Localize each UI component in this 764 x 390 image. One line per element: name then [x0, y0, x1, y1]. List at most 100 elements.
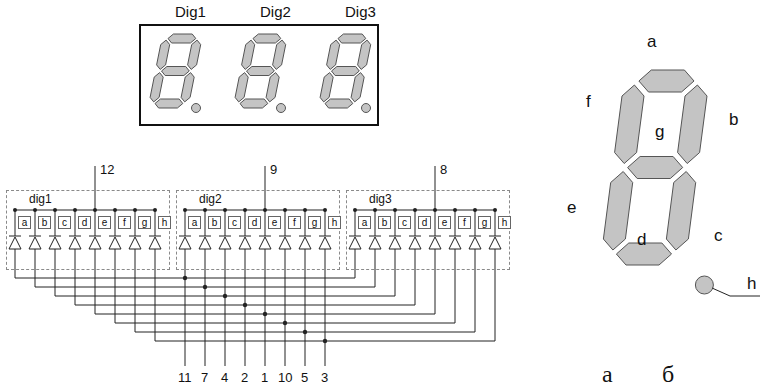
junction-dot	[283, 321, 287, 325]
segment-letter: c	[58, 216, 71, 229]
segment	[332, 67, 360, 76]
group-title: dig2	[199, 193, 222, 206]
lead	[135, 249, 136, 332]
lead	[115, 249, 116, 323]
segment-letter: e	[98, 216, 111, 229]
segment-letter: g	[308, 216, 321, 229]
lead	[75, 210, 76, 236]
segment	[266, 73, 279, 102]
panel-label: б	[662, 361, 674, 387]
segment-name: b	[729, 111, 738, 130]
segment-letter: h	[158, 216, 171, 229]
lead	[205, 210, 206, 236]
segment-name: d	[637, 231, 646, 250]
diode-symbol	[179, 237, 191, 249]
lead	[35, 210, 36, 236]
schematic-wires	[9, 166, 501, 366]
lead	[375, 210, 376, 236]
junction-dot	[323, 339, 327, 343]
pin-number: 10	[278, 371, 292, 385]
diode-symbol	[349, 237, 361, 249]
decimal-point	[192, 104, 201, 113]
lead	[95, 249, 96, 314]
segment-name: g	[655, 123, 664, 142]
diode-symbol	[469, 237, 481, 249]
lead	[455, 249, 456, 323]
diode-symbol	[259, 237, 271, 249]
segment	[320, 73, 333, 102]
segment-letter: e	[268, 216, 281, 229]
segment	[247, 67, 275, 76]
digit-group-box: dig3abcdefgh	[346, 190, 510, 270]
pin-number: 7	[201, 371, 208, 385]
pin-number: 5	[301, 371, 308, 385]
lead	[245, 249, 246, 366]
pin-number: 3	[321, 371, 328, 385]
lead	[225, 249, 226, 366]
group-title: dig3	[369, 193, 392, 206]
segment-name: a	[647, 33, 656, 52]
lead	[225, 210, 226, 236]
pin-number: 4	[221, 371, 228, 385]
segment-letter: f	[118, 216, 131, 229]
segment-name: f	[586, 93, 591, 112]
diode-symbol	[9, 237, 21, 249]
diode-symbol	[69, 237, 81, 249]
common-wire	[435, 166, 436, 210]
diode-symbol	[409, 237, 421, 249]
junction-dot	[223, 294, 227, 298]
lead	[15, 210, 16, 236]
segment	[666, 172, 695, 251]
common-wire	[265, 166, 266, 210]
segment	[168, 34, 196, 43]
segment	[678, 85, 707, 164]
lead	[495, 249, 496, 341]
diode-symbol	[149, 237, 161, 249]
lead	[265, 210, 266, 236]
segment-letter: b	[38, 216, 51, 229]
junction-dot	[243, 303, 247, 307]
segment-letter: b	[208, 216, 221, 229]
lead	[375, 249, 376, 287]
pin-number: 2	[241, 371, 248, 385]
segment-letter: d	[78, 216, 91, 229]
lead	[475, 210, 476, 236]
segment-digits	[150, 34, 713, 294]
segment	[253, 34, 281, 43]
segment	[325, 99, 353, 108]
lead	[415, 249, 416, 305]
segment-letter: f	[458, 216, 471, 229]
segment-letter: h	[328, 216, 341, 229]
digit-label: Dig2	[260, 4, 291, 21]
diode-symbol	[29, 237, 41, 249]
lead	[435, 210, 436, 236]
lead	[55, 210, 56, 236]
lead	[395, 210, 396, 236]
segment	[188, 40, 201, 69]
segment-letter: b	[378, 216, 391, 229]
lead	[395, 249, 396, 296]
segment-letter: a	[18, 216, 31, 229]
diode-symbol	[49, 237, 61, 249]
lead	[355, 210, 356, 236]
segment-name: h	[747, 275, 756, 294]
panel-label: а	[602, 361, 613, 387]
pin-number: 11	[178, 371, 192, 385]
segment	[150, 73, 163, 102]
lead	[355, 249, 356, 278]
segment	[155, 99, 183, 108]
lead	[135, 210, 136, 236]
lead	[325, 249, 326, 366]
lead	[455, 210, 456, 236]
segment-letter: g	[138, 216, 151, 229]
segment	[157, 40, 170, 69]
lead	[185, 210, 186, 236]
segment-letter: g	[478, 216, 491, 229]
decimal-point	[362, 104, 371, 113]
digit-group-box: dig1abcdefgh	[6, 190, 170, 270]
segment	[240, 99, 268, 108]
segment	[351, 73, 364, 102]
lead	[305, 249, 306, 366]
lead	[155, 249, 156, 341]
lead	[75, 249, 76, 305]
